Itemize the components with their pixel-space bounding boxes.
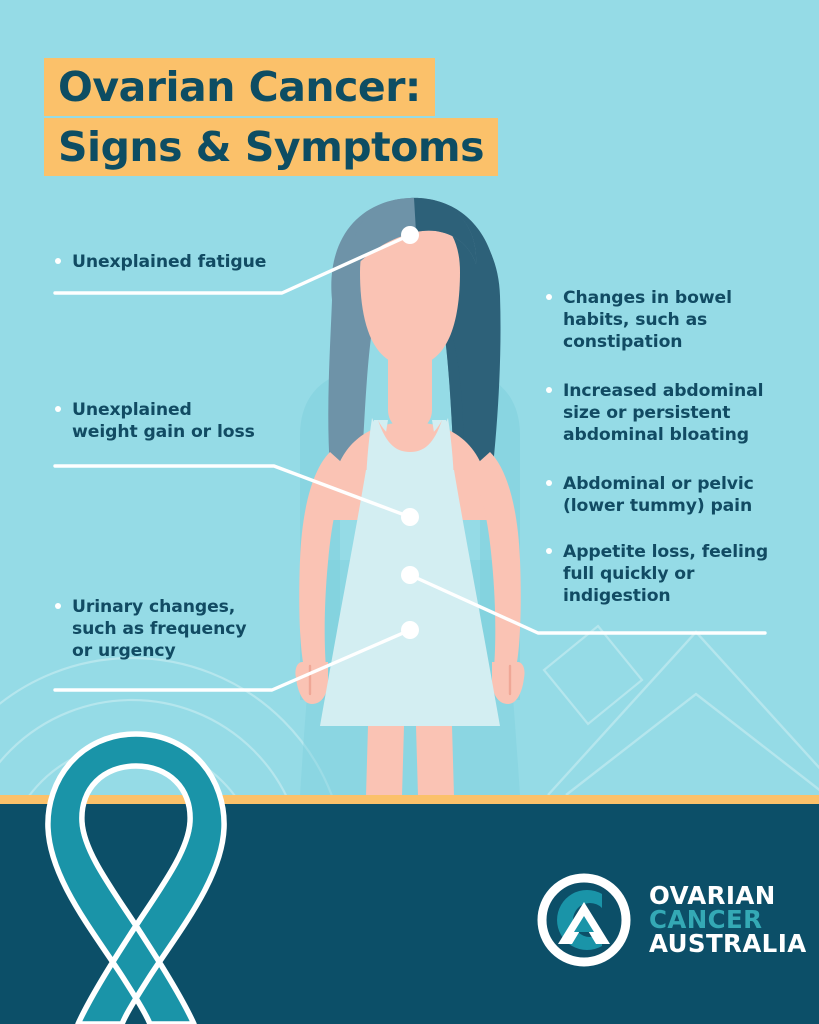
title-line-1: Ovarian Cancer: [44, 58, 435, 116]
logo-word-cancer: CANCER [649, 904, 763, 934]
symptom-line: weight gain or loss [72, 421, 255, 442]
logo-word-ovarian: OVARIAN [649, 880, 776, 910]
symptom-unexplained-fatigue: Unexplained fatigue [55, 252, 302, 274]
symptom-line: Appetite loss, feeling [563, 542, 769, 562]
symptom-line: abdominal bloating [563, 424, 749, 445]
logo-wordmark: OVARIAN CANCER AUSTRALIA [649, 880, 807, 959]
organisation-logo: OVARIAN CANCER AUSTRALIA [536, 872, 807, 968]
bullet-icon [546, 480, 552, 486]
symptom-line: Unexplained fatigue [72, 252, 267, 272]
symptom-line: Changes in bowel [563, 288, 732, 308]
symptom-line: such as frequency [72, 618, 247, 639]
symptom-line: Abdominal or pelvic [563, 474, 754, 494]
symptom-line: full quickly or [563, 563, 695, 584]
teal-awareness-ribbon [45, 731, 227, 1024]
symptom-appetite-loss: Appetite loss, feeling full quickly or i… [546, 542, 803, 608]
bullet-icon [546, 294, 552, 300]
symptom-abdominal-pelvic-pain: Abdominal or pelvic (lower tummy) pain [546, 474, 803, 518]
bullet-icon [55, 603, 61, 609]
symptom-line: Increased abdominal [563, 381, 764, 401]
bullet-icon [546, 387, 552, 393]
symptom-line: (lower tummy) pain [563, 495, 753, 516]
page-title: Ovarian Cancer: Signs & Symptoms [44, 58, 499, 176]
logo-word-australia: AUSTRALIA [649, 929, 807, 959]
marker-dot [401, 226, 419, 244]
symptom-line: indigestion [563, 585, 671, 606]
symptom-line: or urgency [72, 640, 176, 661]
ovarian-cancer-australia-monogram-icon [537, 873, 631, 967]
marker-dot [401, 621, 419, 639]
symptom-bowel-habit-changes: Changes in bowel habits, such as constip… [546, 288, 803, 354]
symptom-urinary-changes: Urinary changes, such as frequency or ur… [55, 597, 302, 663]
symptom-unexplained-weight-change: Unexplained weight gain or loss [55, 400, 302, 444]
marker-dot [401, 566, 419, 584]
symptom-line: Unexplained [72, 400, 192, 420]
bullet-icon [55, 406, 61, 412]
symptom-line: habits, such as [563, 309, 708, 330]
bullet-icon [546, 548, 552, 554]
symptom-line: constipation [563, 331, 683, 352]
symptom-line: Urinary changes, [72, 597, 236, 617]
marker-dot [401, 508, 419, 526]
symptom-abdominal-bloating: Increased abdominal size or persistent a… [546, 381, 803, 447]
symptom-line: size or persistent [563, 402, 731, 423]
gold-divider-bar [0, 795, 819, 804]
title-line-2: Signs & Symptoms [44, 118, 499, 176]
bullet-icon [55, 258, 61, 264]
